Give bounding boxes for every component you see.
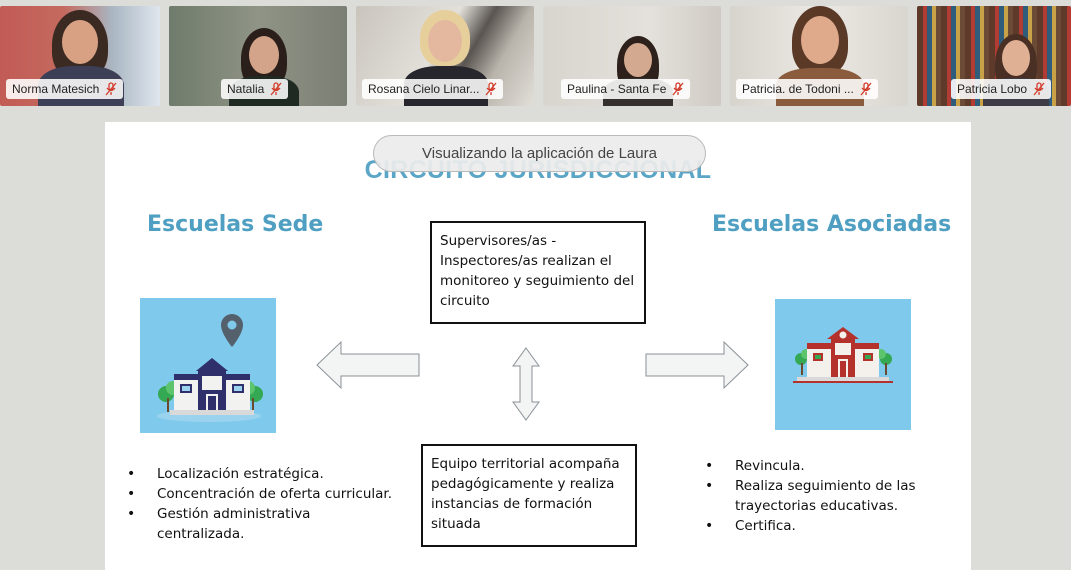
participant-name: Rosana Cielo Linar...	[368, 82, 480, 96]
red-school-building-icon	[775, 299, 911, 430]
supervisors-box: Supervisores/as - Inspectores/as realiza…	[430, 221, 646, 324]
shared-slide: CIRCUITO JURISDICCIONAL Visualizando la …	[105, 122, 971, 570]
participant-name-tag: Patricia. de Todoni ...	[736, 79, 878, 99]
participant-name-tag: Natalia	[221, 79, 289, 99]
participant-tile[interactable]: Paulina - Santa Fe	[543, 6, 721, 106]
territorial-team-box: Equipo territorial acompaña pedagógicame…	[421, 444, 637, 547]
right-bullet-list: Revincula. Realiza seguimiento de las tr…	[705, 456, 935, 536]
participant-tile[interactable]: Rosana Cielo Linar...	[356, 6, 534, 106]
vertical-double-arrow-icon	[512, 347, 540, 421]
screen-share-label: Visualizando la aplicación de Laura	[422, 145, 657, 162]
participant-name: Patricia. de Todoni ...	[742, 82, 854, 96]
school-with-location-pin-icon	[140, 298, 276, 433]
list-item: Concentración de oferta curricular.	[127, 484, 407, 504]
supervisors-text: Supervisores/as - Inspectores/as realiza…	[440, 233, 635, 309]
mic-off-icon	[485, 82, 497, 96]
participant-name-tag: Paulina - Santa Fe	[561, 79, 691, 99]
participant-name-tag: Patricia Lobo	[951, 79, 1052, 99]
participant-tile[interactable]: Natalia	[169, 6, 347, 106]
participant-name: Paulina - Santa Fe	[567, 82, 667, 96]
mic-off-icon	[1033, 82, 1045, 96]
left-bullet-list: Localización estratégica. Concentración …	[127, 464, 407, 544]
participant-tile[interactable]: Patricia Lobo	[917, 6, 1071, 106]
list-item: Certifica.	[705, 516, 935, 536]
mic-off-icon	[270, 82, 282, 96]
participant-tile[interactable]: Norma Matesich	[0, 6, 160, 106]
mic-off-icon	[672, 82, 684, 96]
left-column-title: Escuelas Sede	[147, 212, 324, 237]
list-item: Revincula.	[705, 456, 935, 476]
participant-strip: Norma Matesich Natalia Rosana Cielo Lina…	[0, 0, 1071, 112]
list-item: Gestión administrativa centralizada.	[127, 504, 327, 544]
right-arrow-icon	[645, 340, 749, 390]
left-arrow-icon	[316, 340, 420, 390]
participant-tile[interactable]: Patricia. de Todoni ...	[730, 6, 908, 106]
participant-name: Natalia	[227, 82, 265, 96]
mic-off-icon	[860, 82, 872, 96]
right-column-title: Escuelas Asociadas	[712, 212, 952, 237]
screen-share-indicator[interactable]: Visualizando la aplicación de Laura	[373, 135, 706, 172]
list-item: Realiza seguimiento de las trayectorias …	[705, 476, 935, 516]
participant-name: Patricia Lobo	[957, 82, 1028, 96]
mic-off-icon	[105, 82, 117, 96]
participant-name-tag: Norma Matesich	[6, 79, 124, 99]
list-item: Localización estratégica.	[127, 464, 407, 484]
territorial-team-text: Equipo territorial acompaña pedagógicame…	[431, 456, 620, 532]
participant-name: Norma Matesich	[12, 82, 100, 96]
participant-name-tag: Rosana Cielo Linar...	[362, 79, 504, 99]
